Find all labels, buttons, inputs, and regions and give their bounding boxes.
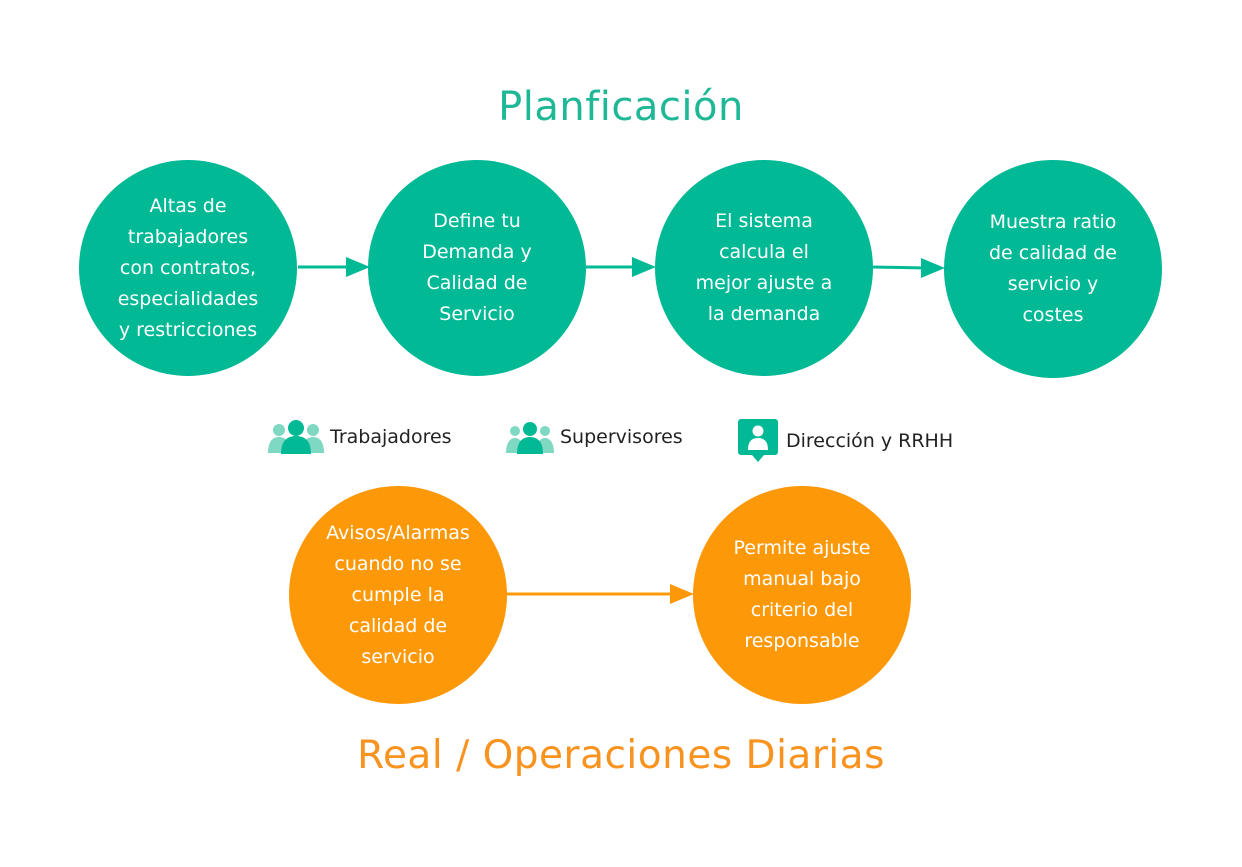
planning-title: Planficación [498, 84, 744, 130]
legend-management: Dirección y RRHH [736, 419, 953, 463]
person-badge-icon [738, 419, 778, 462]
arrow-2-to-3 [586, 257, 656, 277]
step-worker-registration: Altas de trabajadores con contratos, esp… [79, 160, 297, 376]
people-group-icon [268, 420, 324, 454]
step-manual-adjust: Permite ajuste manual bajo criterio del … [693, 486, 911, 704]
people-group-icon [506, 422, 554, 454]
arrow-3-to-4 [872, 258, 945, 278]
legend-label: Dirección y RRHH [786, 430, 954, 452]
legend-label: Trabajadores [330, 426, 452, 448]
step-system-calculates: El sistema calcula el mejor ajuste a la … [655, 160, 873, 376]
arrow-5-to-6 [507, 584, 694, 604]
step-define-demand: Define tu Demanda y Calidad de Servicio [368, 160, 586, 376]
legend-label: Supervisores [560, 426, 683, 448]
legend-supervisors: Supervisores [506, 419, 683, 455]
step-alerts: Avisos/Alarmas cuando no se cumple la ca… [289, 486, 507, 704]
arrow-1-to-2 [298, 257, 370, 277]
step-show-ratio: Muestra ratio de calidad de servicio y c… [944, 160, 1162, 378]
operations-title: Real / Operaciones Diarias [357, 733, 885, 778]
legend-workers: Trabajadores [268, 419, 452, 455]
